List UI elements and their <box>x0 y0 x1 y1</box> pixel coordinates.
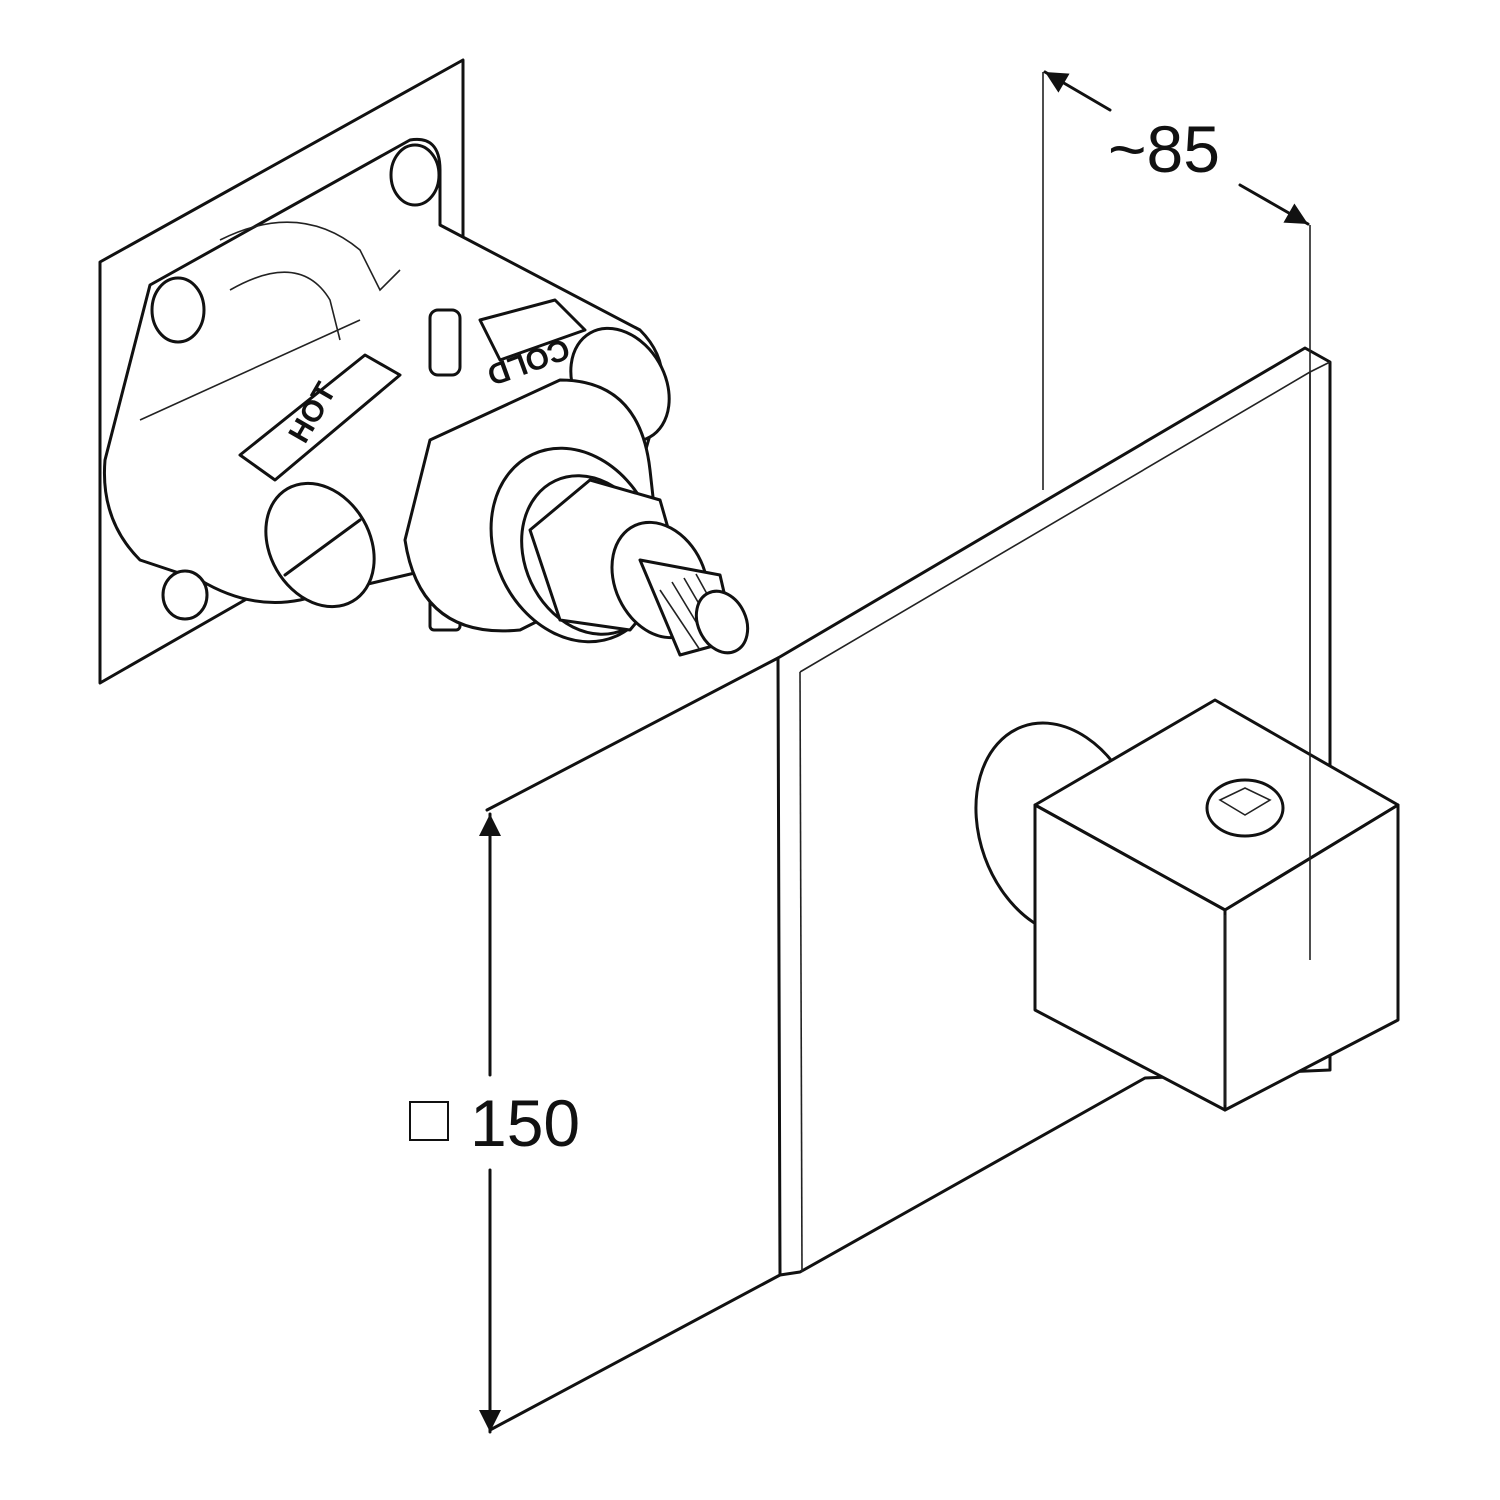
concealed-valve-body: HOT COLD <box>102 137 750 657</box>
square-symbol-icon <box>409 1101 449 1141</box>
mounting-screw <box>389 143 441 207</box>
handle-cap-button <box>1205 778 1285 838</box>
depth-dimension: ~85 <box>1042 70 1311 960</box>
wall-reference-line <box>485 656 780 812</box>
square-handle <box>974 698 1400 1112</box>
valve-spindle <box>694 589 750 655</box>
mounting-screw <box>161 569 209 621</box>
wall-reference-line <box>488 1273 782 1432</box>
depth-dimension-label: ~85 <box>1108 112 1220 186</box>
plate-size-label: 150 <box>470 1086 580 1160</box>
mounting-screw <box>150 276 206 344</box>
plate-size-dimension: 150 <box>409 812 580 1434</box>
